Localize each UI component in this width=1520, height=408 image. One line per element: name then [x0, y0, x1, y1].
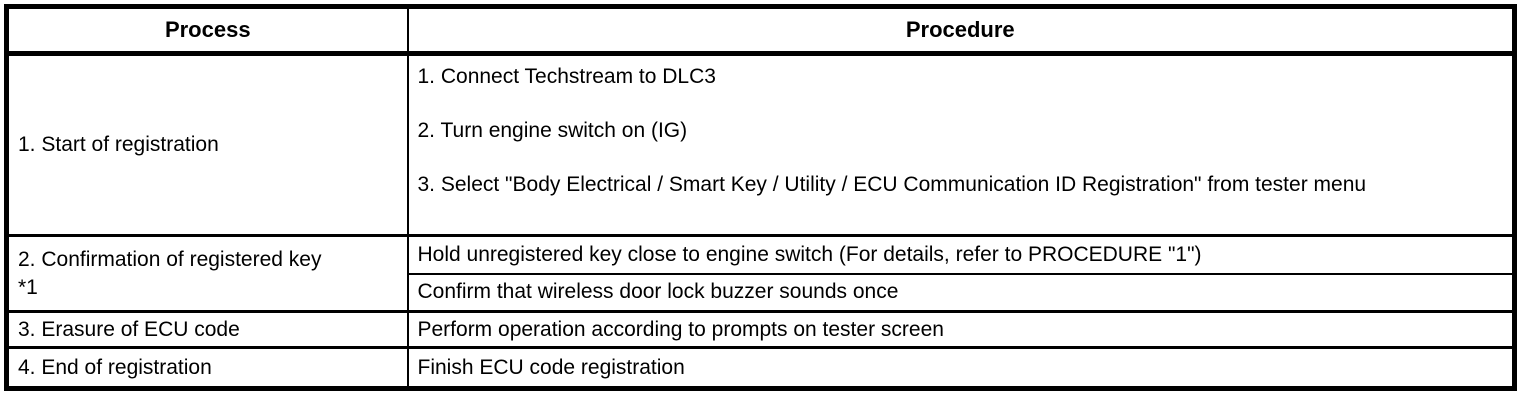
column-header-process: Process: [6, 6, 408, 56]
header-row: Process Procedure: [6, 6, 1515, 56]
cell-procedure-finish-registration: Finish ECU code registration: [406, 346, 1516, 390]
cell-process-start-of-registration: 1. Start of registration: [5, 52, 409, 237]
document-page: Process Procedure 1. Start of registrati…: [4, 4, 1517, 391]
table-row-start-of-registration: 1. Start of registration 1. Connect Tech…: [5, 52, 1516, 237]
cell-process-confirmation-of-registered-key: 2. Confirmation of registered key *1: [5, 234, 409, 313]
table-row-confirmation-of-registered-key: 2. Confirmation of registered key *1 Hol…: [5, 234, 1516, 313]
table-row-end-of-registration: 4. End of registration Finish ECU code r…: [5, 346, 1516, 390]
procedure-step: 3. Select "Body Electrical / Smart Key /…: [417, 173, 1367, 196]
table-row-erasure-of-ecu-code: 3. Erasure of ECU code Perform operation…: [5, 310, 1516, 349]
cell-procedure-confirm-buzzer: Confirm that wireless door lock buzzer s…: [406, 272, 1516, 313]
cell-procedure-hold-unregistered-key: Hold unregistered key close to engine sw…: [406, 234, 1516, 275]
column-header-procedure: Procedure: [406, 6, 1515, 56]
cell-process-erasure-of-ecu-code: 3. Erasure of ECU code: [5, 310, 409, 349]
cell-procedure-perform-operation: Perform operation according to prompts o…: [406, 310, 1516, 349]
process-procedure-table: Process Procedure 1. Start of registrati…: [4, 4, 1517, 391]
table-row-confirmation-sub-row: Confirm that wireless door lock buzzer s…: [7, 272, 1516, 313]
cell-procedure-start-of-registration: 1. Connect Techstream to DLC3 2. Turn en…: [406, 52, 1516, 237]
procedure-step: 2. Turn engine switch on (IG): [417, 119, 688, 142]
cell-process-end-of-registration: 4. End of registration: [5, 346, 409, 390]
procedure-step: 1. Connect Techstream to DLC3: [417, 65, 716, 88]
